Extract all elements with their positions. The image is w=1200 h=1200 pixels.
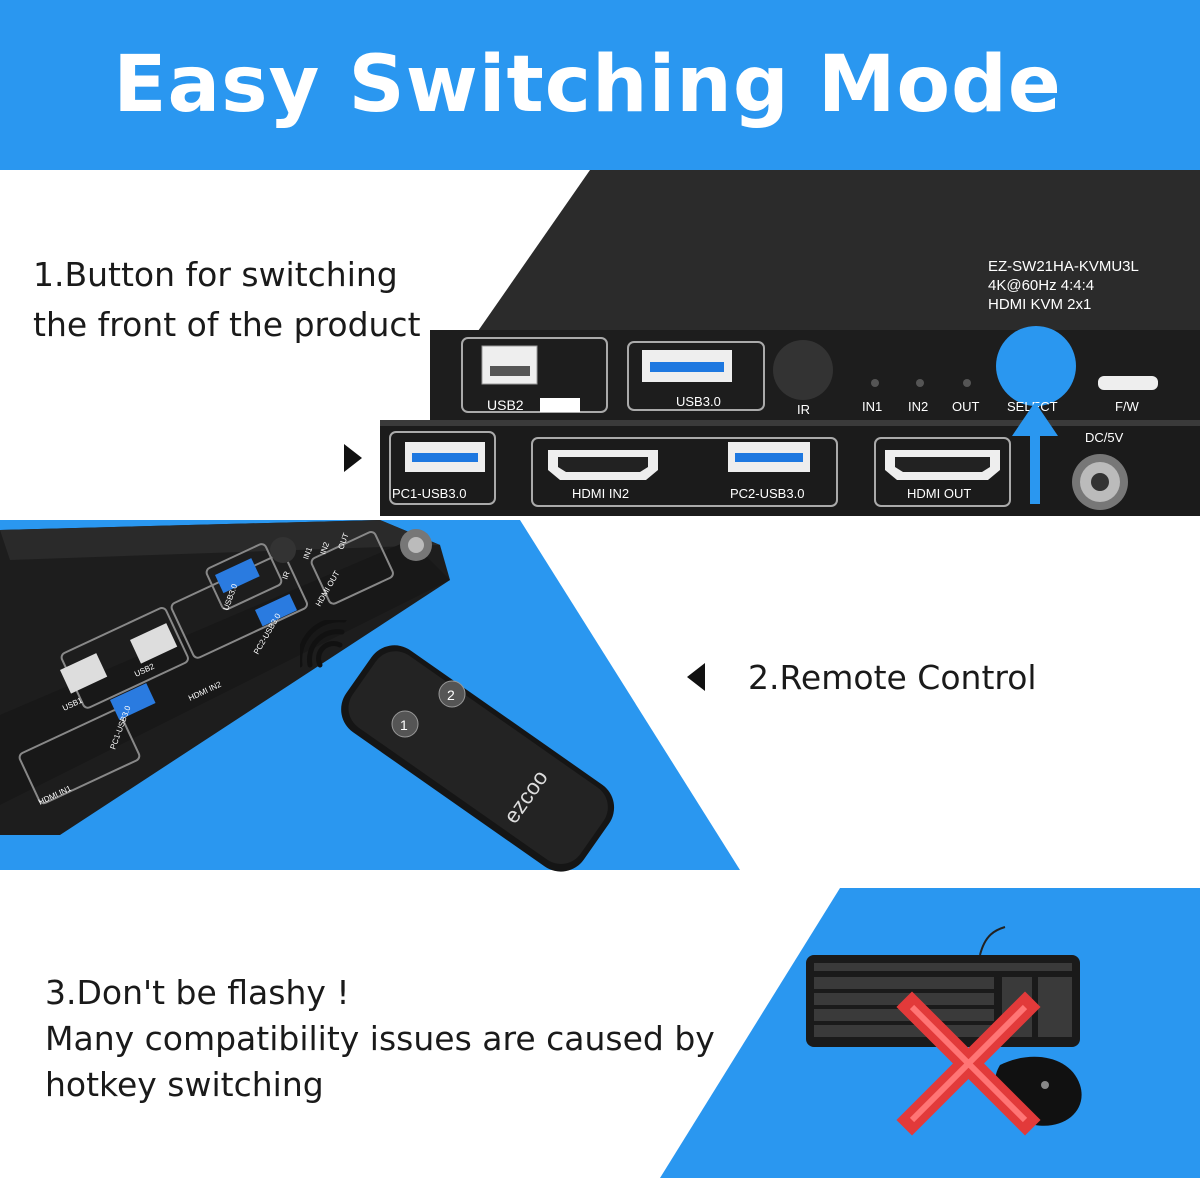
angled-ir-label: IR	[280, 570, 291, 581]
section2-pointer-icon	[687, 663, 705, 691]
page-title: Easy Switching Mode	[113, 40, 1062, 130]
remote-button-1	[391, 710, 419, 738]
angled-in1-label: IN1	[301, 545, 314, 560]
fw-port-icon	[1098, 376, 1158, 390]
keyboard-icon	[540, 398, 580, 412]
ir-label: IR	[797, 402, 810, 417]
wireless-signal-icon	[300, 620, 347, 668]
angled-usb1-port-icon	[60, 653, 108, 694]
section3-line1: 3.Don't be flashy !	[45, 973, 350, 1012]
remote-button-2	[438, 680, 466, 708]
device-divider	[380, 420, 1200, 426]
usb30-frame	[627, 341, 765, 411]
usb30-label: USB3.0	[676, 394, 721, 409]
spec1-label: 4K@60Hz 4:4:4	[988, 277, 1094, 294]
fw-label: F/W	[1115, 399, 1140, 414]
in1-led-icon	[871, 379, 879, 387]
hdmi-in2-label: HDMI IN2	[572, 486, 629, 501]
angled-usb2-port-icon	[130, 623, 178, 664]
select-arrow-icon	[1012, 402, 1058, 504]
in2-led-icon	[916, 379, 924, 387]
hdmi-out-frame	[874, 437, 1011, 507]
spec2-label: HDMI KVM 2x1	[988, 296, 1091, 313]
section2-label: 2.Remote Control	[748, 658, 1037, 697]
pointer-triangle-icon	[344, 444, 362, 472]
section1-text: 1.Button for switching the front of the …	[33, 250, 421, 350]
in1-label: IN1	[862, 399, 882, 414]
section3-text: 3.Don't be flashy ! Many compatibility i…	[45, 970, 715, 1108]
section3-line2: Many compatibility issues are caused by	[45, 1019, 715, 1058]
model-label: EZ-SW21HA-KVMU3L	[988, 258, 1139, 275]
angled-ir-sensor-icon	[270, 537, 296, 563]
section2-text: 2.Remote Control	[748, 653, 1037, 703]
section1-line2: the front of the product	[33, 305, 421, 344]
section3-line3: hotkey switching	[45, 1065, 324, 1104]
out-label: OUT	[952, 399, 980, 414]
usb2-label: USB2	[487, 397, 524, 413]
pc1-label: PC1-USB3.0	[392, 486, 466, 501]
in2-label: IN2	[908, 399, 928, 414]
pc2-label: PC2-USB3.0	[730, 486, 804, 501]
angled-in2-label: IN2	[318, 540, 331, 555]
kvm-angled-device: USB1 USB2 USB3.0 PC1-USB3.0 HDMI IN1 HDM…	[0, 520, 450, 835]
cross-icon	[896, 991, 1041, 1136]
dc-label: DC/5V	[1085, 430, 1124, 445]
select-button-icon	[996, 326, 1076, 406]
remote-button-1-label: 1	[400, 717, 408, 733]
ir-sensor-icon	[773, 340, 833, 400]
usb2-frame	[461, 337, 608, 413]
remote-control: 1 2 ezcoo	[300, 620, 615, 872]
out-led-icon	[963, 379, 971, 387]
hdmi-in2-pc2-frame	[531, 437, 838, 507]
pc1-frame	[389, 431, 496, 505]
remote-button-2-label: 2	[447, 687, 455, 703]
kvm-front-device: EZ-SW21HA-KVMU3L 4K@60Hz 4:4:4 HDMI KVM …	[344, 170, 1200, 516]
header-banner: Easy Switching Mode	[0, 0, 1200, 170]
section1-line1: 1.Button for switching	[33, 255, 398, 294]
hdmi-out-label: HDMI OUT	[907, 486, 971, 501]
angled-device-front	[0, 540, 450, 805]
usb2-port-icon	[481, 345, 538, 385]
keyboard-mouse-illustration	[806, 926, 1082, 1136]
keyboard-cable	[979, 926, 1006, 956]
